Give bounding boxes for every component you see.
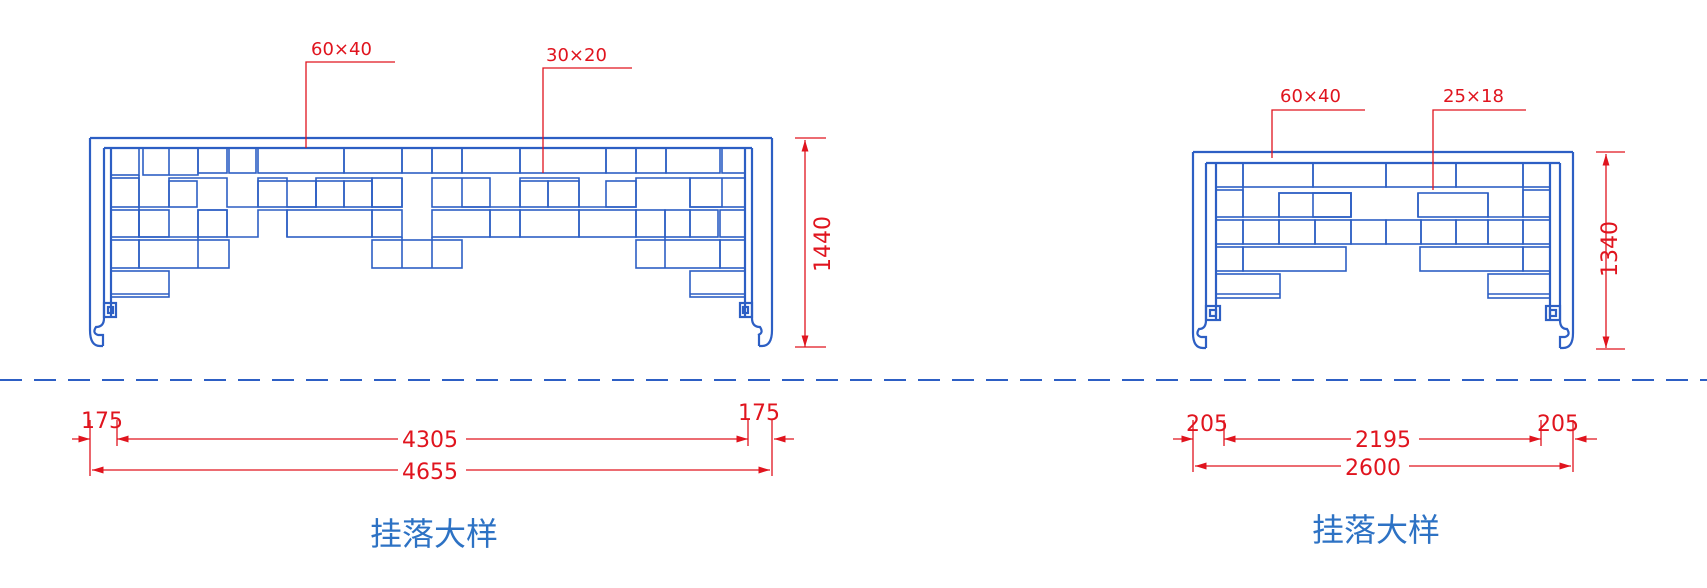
left-lattice <box>110 147 746 298</box>
right-height-label: 1340 <box>1598 221 1623 277</box>
left-dim-overall: 4655 <box>402 460 458 485</box>
left-dim-left-end: 175 <box>81 409 123 434</box>
left-height-label: 1440 <box>811 216 836 272</box>
right-callout-frame-section: 60×40 <box>1280 86 1341 107</box>
right-drawing-title: 挂落大样 <box>1312 511 1440 549</box>
right-frame <box>1191 150 1575 350</box>
left-dim-right-end: 175 <box>738 401 780 426</box>
left-hanging-fret-elevation: 60×40 30×20 1440 175 175 4305 4655 挂落大样 <box>72 39 836 553</box>
right-dim-right-end: 205 <box>1537 412 1579 437</box>
right-height-dimension <box>1596 151 1625 350</box>
left-dim-inner: 4305 <box>402 428 458 453</box>
left-drawing-title: 挂落大样 <box>370 515 498 553</box>
left-callout-leaders <box>305 61 632 173</box>
right-dim-overall: 2600 <box>1345 456 1401 481</box>
right-lattice <box>1215 162 1551 299</box>
left-frame <box>88 136 774 348</box>
left-callout-lattice-section: 30×20 <box>546 45 607 66</box>
left-callout-frame-section: 60×40 <box>311 39 372 60</box>
right-callout-lattice-section: 25×18 <box>1443 86 1504 107</box>
right-hanging-fret-elevation: 60×40 25×18 1340 205 205 2195 2600 挂落大样 <box>1173 86 1625 549</box>
left-height-dimension <box>795 137 826 348</box>
right-callout-leaders <box>1271 109 1526 190</box>
right-dim-left-end: 205 <box>1186 412 1228 437</box>
right-dim-inner: 2195 <box>1355 428 1411 453</box>
